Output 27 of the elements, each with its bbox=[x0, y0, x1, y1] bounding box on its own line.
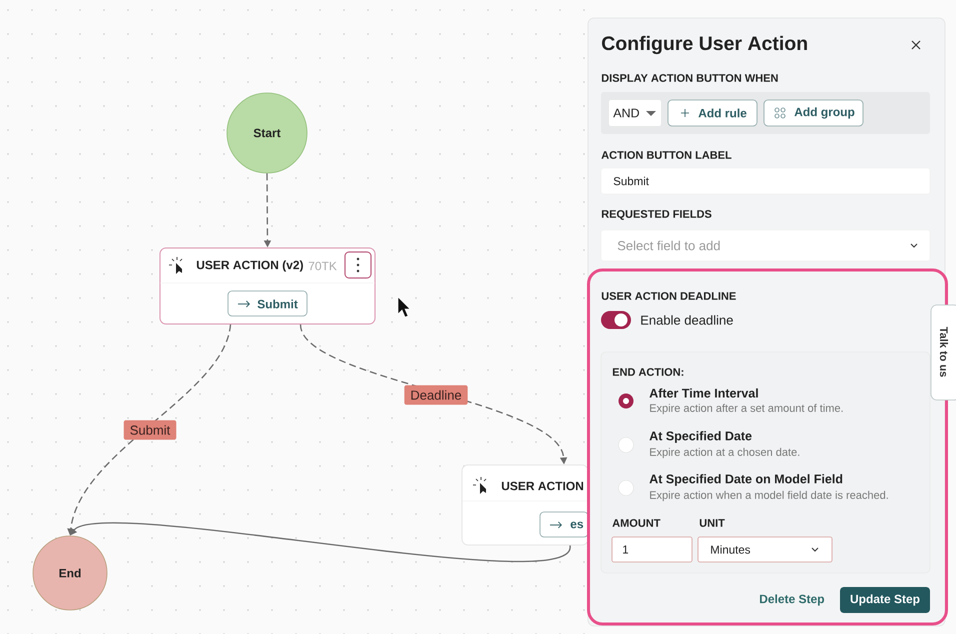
edge-label: Submit bbox=[124, 420, 176, 440]
option-title: At Specified Date bbox=[650, 431, 752, 443]
field-label: UNIT bbox=[700, 519, 725, 527]
add-group-button: Add group bbox=[764, 100, 864, 126]
talk-tab: Talk to us bbox=[930, 304, 956, 400]
field-label: AMOUNT bbox=[612, 519, 660, 527]
amount-field: 1 bbox=[612, 536, 692, 562]
option-title: At Specified Date on Model Field bbox=[650, 474, 842, 486]
submit-button: Submit bbox=[228, 290, 308, 316]
step-button: es bbox=[540, 512, 588, 538]
unit-dropdown: Minutes bbox=[698, 536, 832, 562]
add-rule-button: Add rule bbox=[668, 100, 758, 126]
and-dropdown: AND bbox=[609, 100, 661, 126]
input-field: Submit bbox=[600, 168, 930, 194]
delete-step-link: Delete Step bbox=[760, 594, 824, 606]
option-title: After Time Interval bbox=[650, 388, 758, 398]
edge-label: Deadline bbox=[404, 385, 468, 405]
section-heading: ACTION BUTTON LABEL bbox=[601, 151, 732, 159]
toggle-label: Enable deadline bbox=[641, 315, 733, 325]
section-heading: REQUESTED FIELDS bbox=[602, 210, 712, 220]
option-description: Expire action when a model field date is reached. bbox=[650, 490, 888, 502]
option-description: Expire action at a chosen date. bbox=[650, 448, 800, 458]
section-heading: DISPLAY ACTION BUTTON WHEN bbox=[602, 74, 778, 82]
update-step-button: Update Step bbox=[840, 587, 930, 613]
connector-arrow bbox=[70, 522, 571, 562]
option-description: Expire action after a set amount of time. bbox=[650, 404, 843, 414]
select-field: Select field to add bbox=[600, 230, 930, 262]
